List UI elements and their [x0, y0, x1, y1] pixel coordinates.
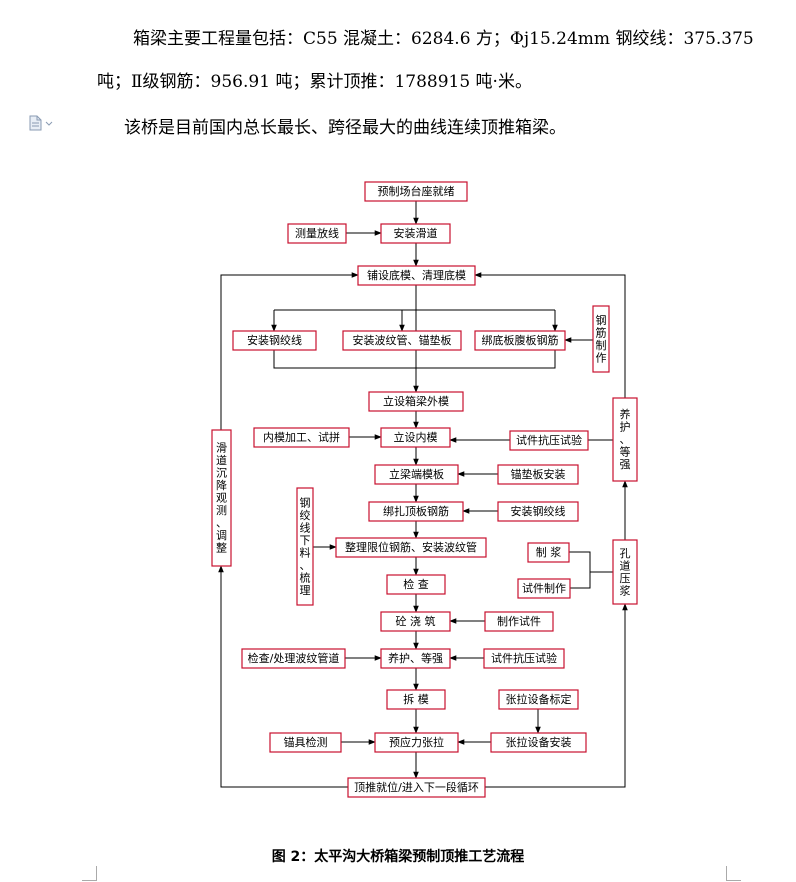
flow-node-label: 拆 模: [403, 692, 429, 706]
flow-node-strand_prep: 钢绞线下料、梳理: [296, 487, 314, 606]
flow-node-label: 孔道压浆: [620, 547, 631, 598]
flow-node-label: 整理限位钢筋、安装波纹管: [345, 540, 477, 554]
flow-node-label: 锚具检测: [284, 735, 328, 749]
flow-node-n11r: 制作试件: [484, 611, 554, 632]
flow-connector: [220, 272, 359, 430]
flow-node-label: 预应力张拉: [389, 735, 444, 749]
flow-node-label: 安装钢绞线: [247, 333, 302, 347]
flow-node-n6l: 内模加工、试拼: [253, 427, 350, 448]
flow-node-label: 预制场台座就绪: [378, 184, 455, 198]
flow-node-label: 张拉设备安装: [506, 735, 572, 749]
document-icon[interactable]: [28, 115, 58, 131]
flow-node-label: 顶推就位/进入下一段循环: [354, 780, 479, 794]
flow-node-rebar: 钢筋制作: [592, 305, 610, 373]
flow-node-label: 立设箱梁外模: [383, 394, 449, 408]
flow-node-label: 张拉设备标定: [506, 692, 572, 706]
page-corner-mark: [726, 866, 741, 881]
flow-node-n9: 整理限位钢筋、安装波纹管: [335, 537, 487, 558]
flow-node-label: 钢筋制作: [596, 314, 607, 365]
flow-node-n7r: 锚垫板安装: [497, 464, 579, 485]
flow-node-n14: 预应力张拉: [374, 732, 459, 753]
flow-node-label: 滑道沉降观测、调整: [216, 442, 227, 555]
flow-node-slurry: 制 浆: [527, 542, 570, 563]
flow-node-label: 砼 浇 筑: [396, 614, 436, 628]
page-corner-mark: [82, 866, 97, 881]
flow-node-label: 钢绞线下料、梳理: [300, 496, 311, 597]
flow-node-left_v: 滑道沉降观测、调整: [211, 429, 232, 567]
flow-connector: [218, 565, 348, 788]
flow-node-label: 安装钢绞线: [511, 504, 566, 518]
flow-node-label: 制作试件: [497, 615, 541, 628]
flow-node-label: 绑扎顶板钢筋: [383, 504, 449, 518]
flow-node-n12l: 检查/处理波纹管道: [241, 648, 346, 669]
flow-node-n12: 养护、等强: [380, 648, 451, 669]
flow-node-n7: 立梁端模板: [374, 464, 459, 485]
flow-node-label: 检查/处理波纹管道: [248, 651, 340, 665]
flow-node-label: 测量放线: [295, 226, 339, 240]
flow-node-label: 铺设底模、清理底模: [367, 268, 466, 282]
paragraph-bridge-note: 该桥是目前国内总长最长、跨径最大的曲线连续顶推箱梁。: [124, 118, 566, 138]
flow-node-label: 安装波纹管、锚垫板: [353, 333, 452, 347]
flow-node-n8r: 安装钢绞线: [497, 501, 579, 522]
flow-node-label: 试件抗压试验: [516, 433, 582, 447]
flow-node-label: 制 浆: [536, 545, 562, 559]
flow-connector: [474, 272, 626, 398]
flow-node-n4c: 绑底板腹板钢筋: [474, 330, 566, 351]
flow-node-n14r: 张拉设备安装: [490, 732, 587, 753]
flow-node-label: 锚垫板安装: [511, 467, 566, 481]
flow-node-label: 安装滑道: [394, 226, 438, 240]
flow-node-n10: 检 查: [386, 574, 446, 595]
flow-node-grout_v: 孔道压浆: [612, 539, 638, 605]
flow-node-n11: 砼 浇 筑: [380, 611, 451, 632]
flow-node-n2: 安装滑道: [380, 223, 451, 244]
flow-node-label: 检 查: [403, 577, 429, 591]
flow-node-cure_v: 养护、等强: [612, 397, 638, 482]
flow-node-n6r: 试件抗压试验: [509, 430, 589, 451]
flow-node-label: 养护、等强: [388, 651, 443, 665]
flow-node-n13: 拆 模: [386, 689, 446, 710]
flow-node-n5: 立设箱梁外模: [368, 391, 464, 412]
flow-node-n15: 顶推就位/进入下一段循环: [347, 777, 486, 798]
paragraph-quantities: 箱梁主要工程量包括：C55 混凝土：6284.6 方；Φj15.24mm 钢绞线…: [133, 29, 754, 49]
flow-node-n4a: 安装钢绞线: [232, 330, 317, 351]
figure-caption: 图 2：太平沟大桥箱梁预制顶推工艺流程: [271, 849, 525, 865]
flow-node-n3: 铺设底模、清理底模: [357, 265, 476, 286]
flow-node-label: 立设内模: [394, 430, 438, 444]
flow-node-label: 养护、等强: [620, 407, 631, 471]
flow-node-n2l: 测量放线: [287, 223, 347, 244]
flow-node-n6: 立设内模: [380, 427, 451, 448]
flow-connector: [273, 350, 556, 369]
flow-node-specimen: 试件制作: [517, 578, 571, 599]
flow-node-label: 立梁端模板: [389, 467, 444, 481]
flow-node-label: 试件抗压试验: [491, 651, 557, 665]
flow-node-label: 内模加工、试拼: [263, 430, 340, 444]
flow-connector: [569, 551, 613, 573]
flow-node-label: 试件制作: [522, 582, 566, 595]
flow-node-n4b: 安装波纹管、锚垫板: [342, 330, 462, 351]
paragraph-quantities-cont: 吨；Ⅱ级钢筋：956.91 吨；累计顶推：1788915 吨·米。: [97, 72, 532, 92]
flow-node-n8: 绑扎顶板钢筋: [368, 501, 464, 522]
flow-connector: [485, 603, 628, 788]
flow-node-calib: 张拉设备标定: [498, 689, 579, 710]
flow-node-n1: 预制场台座就绪: [364, 181, 468, 202]
flow-connector: [570, 572, 591, 589]
flow-node-n14l: 锚具检测: [269, 732, 342, 753]
flow-node-label: 绑底板腹板钢筋: [482, 333, 559, 347]
flow-node-n12r: 试件抗压试验: [483, 648, 565, 669]
